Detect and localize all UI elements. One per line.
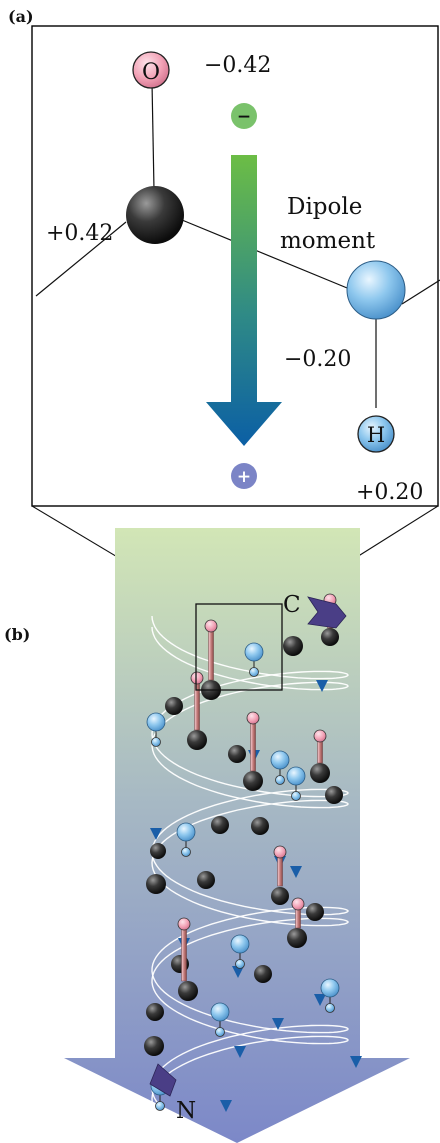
hydrogen-atom <box>181 847 191 857</box>
hydrogen-symbol: H <box>367 423 385 447</box>
oxygen-atom <box>313 729 327 743</box>
hydrogen-atom <box>357 415 395 453</box>
oxygen-atom <box>204 619 218 633</box>
positive-pole-badge <box>231 463 257 489</box>
c-terminus-label: C <box>283 592 301 618</box>
nitrogen-atom <box>146 712 166 732</box>
hydrogen-atom <box>249 667 259 677</box>
residue-dipole-head <box>350 1056 362 1068</box>
nitrogen-atom <box>244 642 264 662</box>
positive-pole-sign: + <box>237 467 251 487</box>
negative-pole-sign: − <box>237 107 251 127</box>
hydrogen-atom <box>155 1101 165 1111</box>
carbon-atom <box>310 763 330 783</box>
carbon-atom <box>211 816 229 834</box>
carbon-atom <box>325 786 343 804</box>
carbon-atom <box>187 730 207 750</box>
oxygen-atom <box>132 51 170 89</box>
panel-b-label: (b) <box>4 625 30 644</box>
carbonyl-bond <box>208 625 214 681</box>
nitrogen-atom <box>346 260 406 320</box>
carbonyl-bond <box>181 923 187 982</box>
hydrogen-atom <box>291 791 301 801</box>
oxygen-atom <box>246 711 260 725</box>
zoom-box <box>195 603 283 691</box>
nitrogen-atom <box>230 934 250 954</box>
hydrogen-atom <box>275 775 285 785</box>
carbon-atom <box>243 771 263 791</box>
oxygen-atom <box>190 671 204 685</box>
panel-a-label: (a) <box>8 7 34 26</box>
nitrogen-atom <box>320 978 340 998</box>
carbon-atom <box>228 745 246 763</box>
dipole-label-line1: Dipole <box>287 194 362 220</box>
helix-atoms <box>144 593 343 1111</box>
carbon-atom <box>144 1036 164 1056</box>
carbon-atom <box>150 843 166 859</box>
carbon-atom <box>283 636 303 656</box>
carbon-atom <box>126 186 184 244</box>
peptide-bonds <box>35 81 440 408</box>
residue-dipole-head <box>220 1100 232 1112</box>
carbon-atom <box>251 817 269 835</box>
residue-dipole-head <box>316 680 328 692</box>
nitrogen-atom <box>270 750 290 770</box>
oxygen-charge: −0.42 <box>204 53 271 78</box>
oxygen-atom <box>177 917 191 931</box>
nitrogen-atom <box>286 766 306 786</box>
residue-dipole-head <box>272 1018 284 1030</box>
dipole-arrow <box>206 155 282 446</box>
oxygen-atom <box>291 897 305 911</box>
hydrogen-charge: +0.20 <box>356 480 423 505</box>
carbon-atom <box>254 965 272 983</box>
hydrogen-atom <box>235 959 245 969</box>
dipole-label-line2: moment <box>280 228 376 254</box>
hydrogen-atom <box>215 1027 225 1037</box>
carbon-atom <box>321 628 339 646</box>
residue-dipole-head <box>150 828 162 840</box>
negative-pole-badge <box>231 103 257 129</box>
carbon-charge: +0.42 <box>46 221 113 246</box>
residue-dipole-head <box>290 866 302 878</box>
hydrogen-atom <box>325 1003 335 1013</box>
oxygen-symbol: O <box>142 60 160 85</box>
helix-strand-1 <box>151 615 349 1116</box>
carbon-atom <box>165 697 183 715</box>
nitrogen-atom <box>176 822 196 842</box>
residue-dipole-head <box>314 994 326 1006</box>
carbon-atom <box>178 981 198 1001</box>
n-terminus-ribbon <box>149 1063 177 1097</box>
oxygen-atom <box>273 845 287 859</box>
carbon-atom <box>287 928 307 948</box>
hydrogen-atom <box>151 737 161 747</box>
carbon-atom <box>306 903 324 921</box>
carbon-atom <box>197 871 215 889</box>
carbonyl-bond <box>194 677 200 731</box>
carbon-atom <box>146 874 166 894</box>
nitrogen-atom <box>210 1002 230 1022</box>
c-terminus-ribbon <box>307 596 347 629</box>
residue-dipole-head <box>234 1046 246 1058</box>
nitrogen-charge: −0.20 <box>284 347 351 372</box>
carbon-atom <box>271 887 289 905</box>
carbon-atom <box>146 1003 164 1021</box>
carbonyl-bond <box>250 717 256 772</box>
n-terminus-label: N <box>176 1098 196 1124</box>
